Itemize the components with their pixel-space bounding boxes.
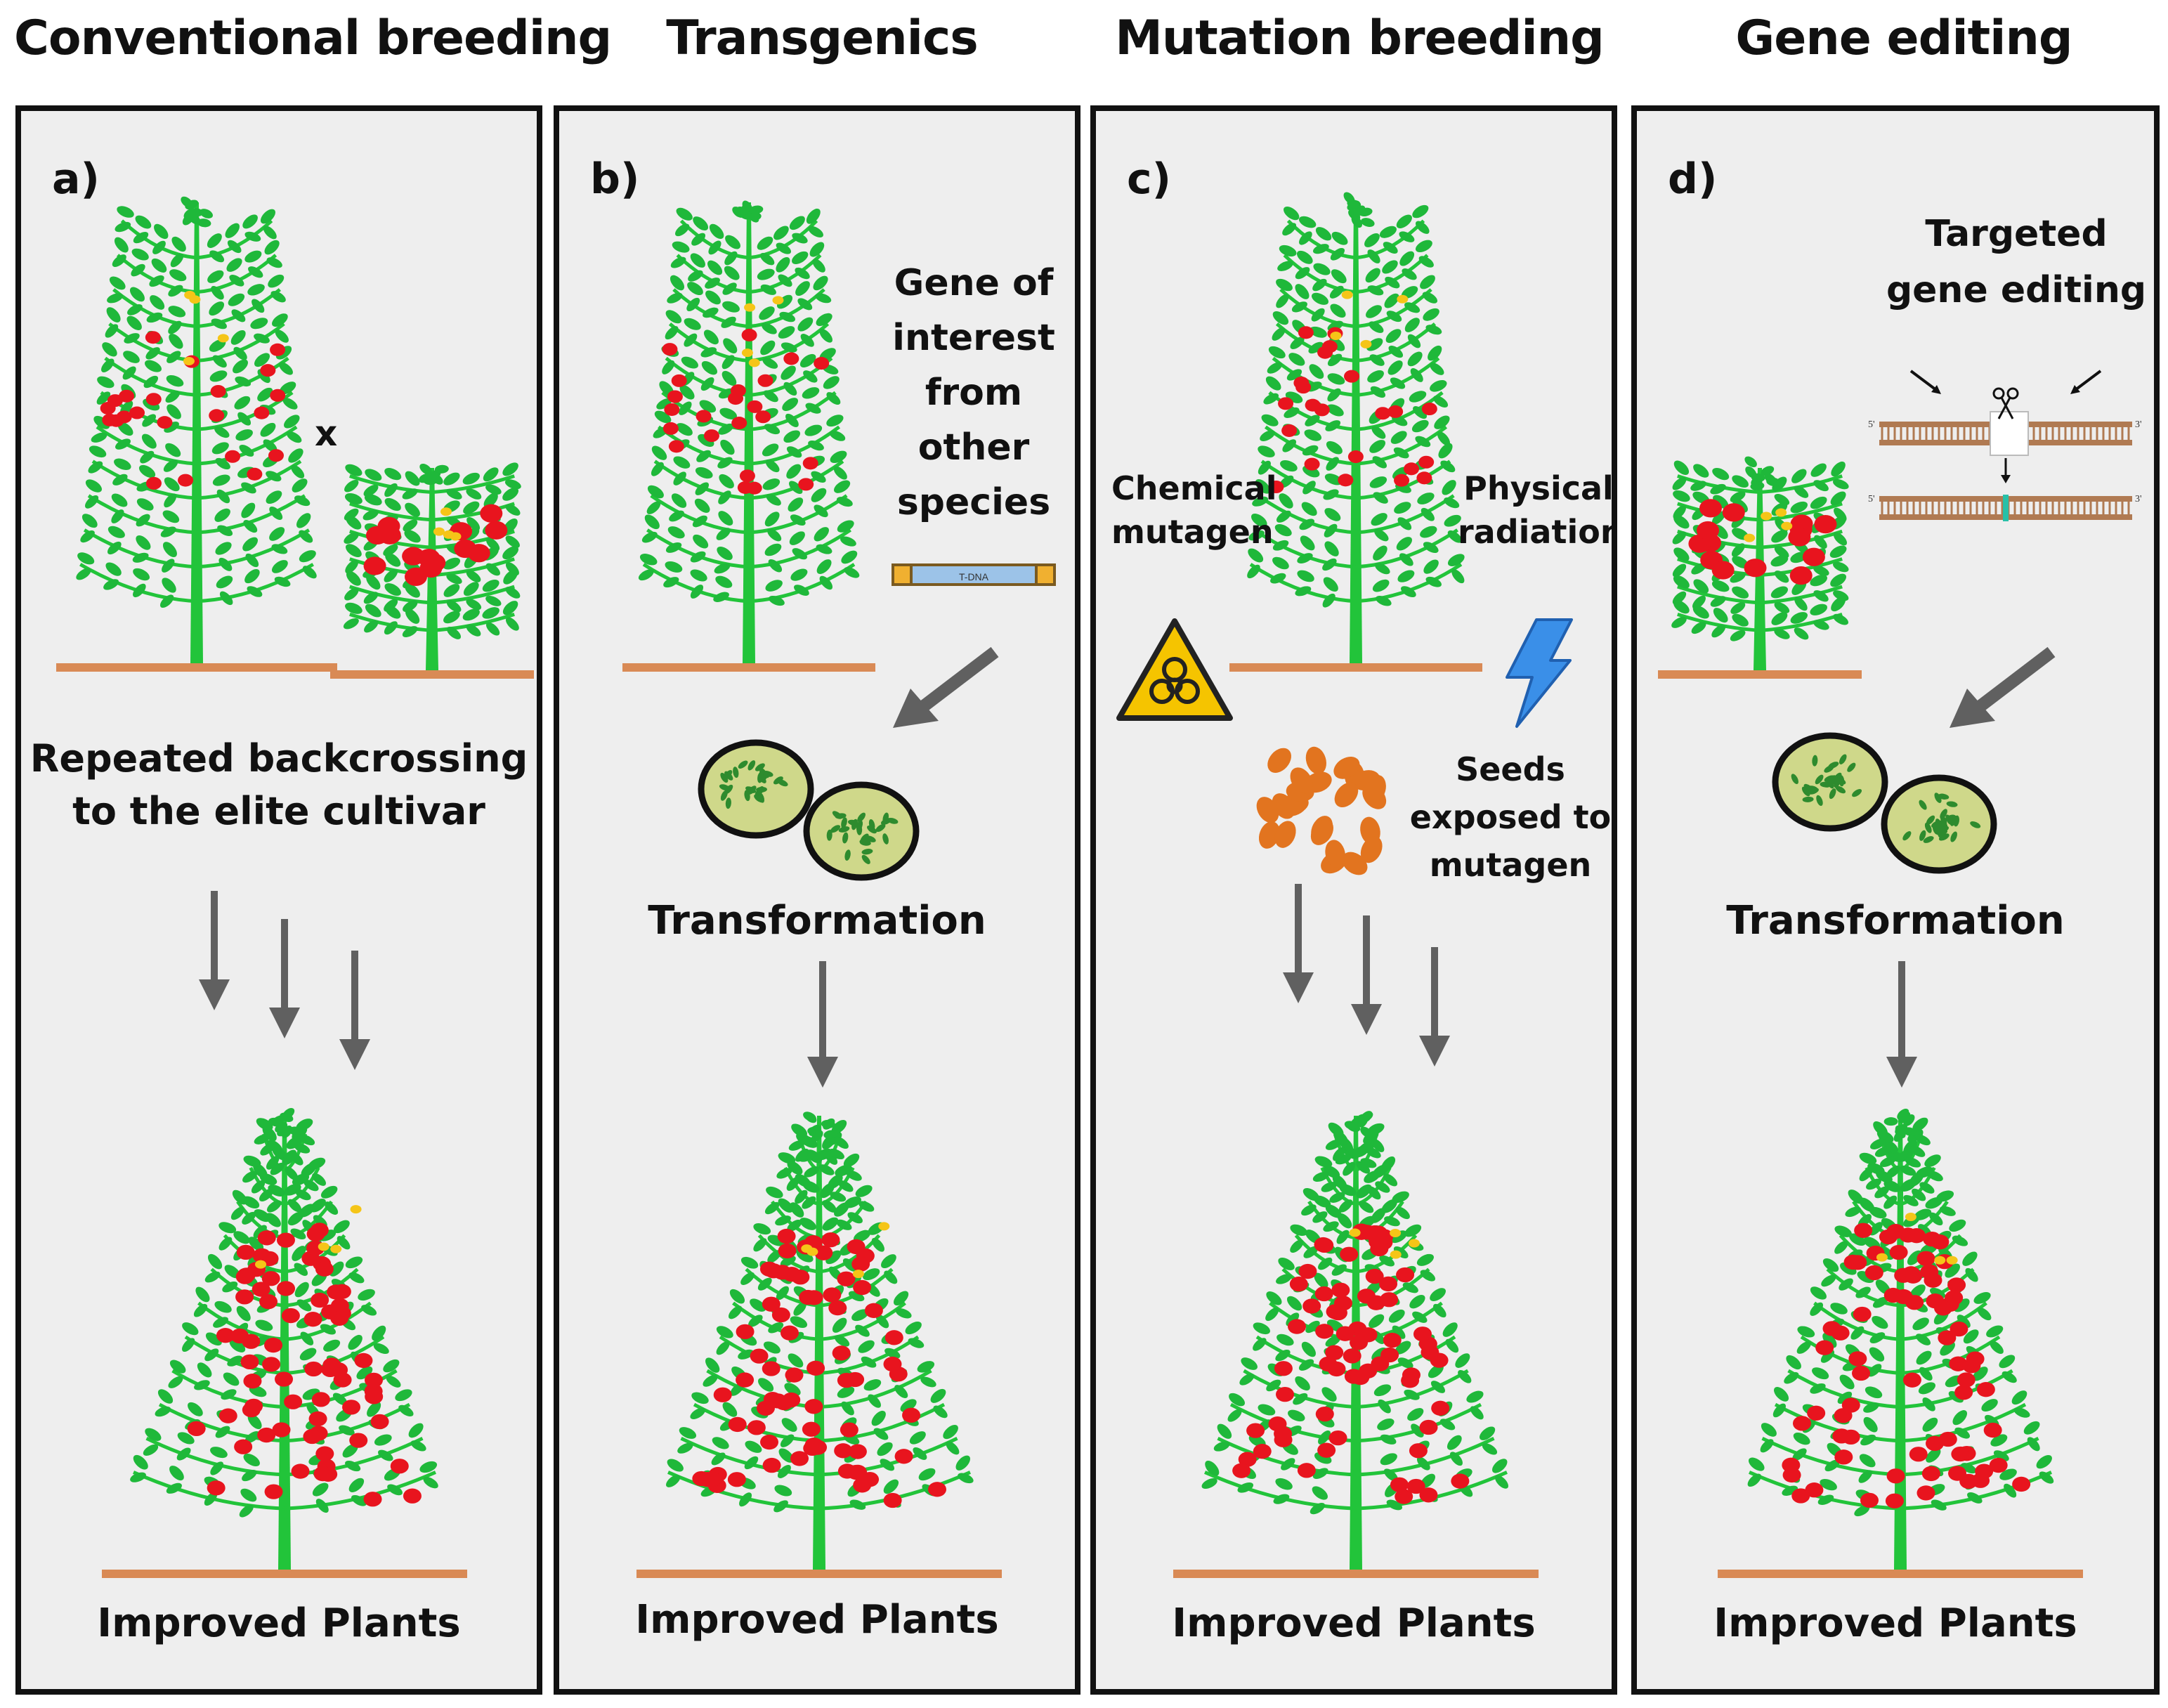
arrow-down-icon — [269, 919, 300, 1038]
arrow-down-icon — [1419, 947, 1450, 1067]
construct-label: T-DNA — [959, 571, 989, 582]
tomato-plant-icon — [622, 200, 875, 672]
arrow-down-icon — [1351, 915, 1382, 1035]
improved-plants-label: Improved Plants — [635, 1597, 999, 1643]
tomato-plant-icon — [1658, 456, 1862, 679]
arrow-down-icon — [1886, 961, 1917, 1088]
transformation-label: Transformation — [648, 898, 986, 944]
gene-of-interest-line-4: other — [918, 426, 1030, 469]
donor-plant-icon — [330, 462, 534, 679]
seeds-cluster-icon — [1256, 746, 1387, 875]
dna-end-3-bottom: 3' — [2135, 494, 2142, 504]
gene-construct-icon: T-DNA — [892, 563, 1056, 586]
chemical-mutagen-line-2: mutagen — [1111, 513, 1274, 551]
gene-of-interest-line-1: Gene of — [894, 262, 1054, 304]
header-conventional-breeding: Conventional breeding — [14, 11, 612, 66]
arrow-diagonal-icon — [893, 646, 999, 728]
edited-site — [2003, 495, 2009, 521]
improved-plant-icon — [1173, 1111, 1539, 1578]
backcrossing-line-1: Repeated backcrossing — [30, 736, 528, 781]
header-mutation-breeding: Mutation breeding — [1115, 11, 1605, 66]
lightning-icon — [1506, 618, 1573, 728]
arrow-down-icon — [1283, 884, 1314, 1003]
panel-gene-editing: d) Targeted gene editing 5' 3' 5' 3 — [1631, 105, 2160, 1695]
improved-plants-label: Improved Plants — [97, 1601, 461, 1646]
plant-cell-icon — [1772, 732, 1888, 832]
chemical-mutagen-line-1: Chemical — [1111, 469, 1277, 507]
dna-end-5-bottom: 5' — [1868, 494, 1875, 504]
cross-symbol: x — [315, 413, 338, 454]
cut-site — [1990, 411, 2029, 456]
header-transgenics: Transgenics — [666, 11, 979, 66]
panel-label-a: a) — [52, 155, 100, 204]
gene-of-interest-line-3: from — [925, 372, 1023, 414]
panel-conventional-breeding: a) x Repeated backcrossing to the elite … — [15, 105, 542, 1695]
panel-mutation-breeding: c) Chemical mutagen Physical radiation S… — [1090, 105, 1617, 1695]
panel-label-b: b) — [590, 155, 640, 204]
arrow-down-icon — [339, 951, 370, 1070]
improved-plant-icon — [636, 1111, 1002, 1578]
elite-plant-icon — [56, 196, 337, 672]
gene-of-interest-line-2: interest — [892, 317, 1055, 359]
improved-plant-icon — [102, 1108, 467, 1578]
seeds-exposed-line-3: mutagen — [1429, 846, 1592, 884]
transformation-label: Transformation — [1726, 898, 2065, 944]
scissors-icon — [1992, 387, 2019, 419]
tomato-plant-icon — [1229, 192, 1482, 672]
dna-strand-edited-icon — [1879, 495, 2132, 521]
arrow-down-icon — [807, 961, 838, 1088]
dna-end-5-top: 5' — [1868, 419, 1875, 430]
dna-end-3-top: 3' — [2135, 419, 2142, 430]
improved-plants-label: Improved Plants — [1172, 1601, 1536, 1646]
panel-label-c: c) — [1127, 155, 1171, 204]
targeted-editing-line-2: gene editing — [1886, 269, 2147, 311]
plant-cell-icon — [803, 781, 920, 881]
panel-label-d: d) — [1668, 155, 1718, 204]
backcrossing-line-2: to the elite cultivar — [72, 789, 485, 833]
improved-plant-icon — [1718, 1108, 2083, 1578]
physical-radiation-line-1: Physical — [1463, 469, 1614, 507]
improved-plants-label: Improved Plants — [1713, 1601, 2077, 1646]
construct-right-border — [1035, 563, 1056, 586]
arrow-diagonal-icon — [1950, 646, 2056, 728]
gene-editing-schematic: 5' 3' 5' 3' — [1868, 370, 2142, 521]
seeds-exposed-line-2: exposed to — [1409, 798, 1612, 836]
biohazard-icon — [1116, 618, 1233, 721]
panel-transgenics: b) Gene of interest from other species T… — [554, 105, 1080, 1695]
physical-radiation-line-2: radiation — [1458, 513, 1617, 551]
gene-of-interest-line-5: species — [896, 481, 1051, 523]
arrow-down-icon — [199, 891, 230, 1010]
seeds-exposed-line-1: Seeds — [1456, 750, 1565, 788]
targeted-editing-line-1: Targeted — [1925, 213, 2108, 255]
plant-cell-icon — [1881, 774, 1997, 874]
construct-left-border — [892, 563, 913, 586]
header-gene-editing: Gene editing — [1735, 11, 2072, 66]
plant-cell-icon — [698, 739, 814, 839]
